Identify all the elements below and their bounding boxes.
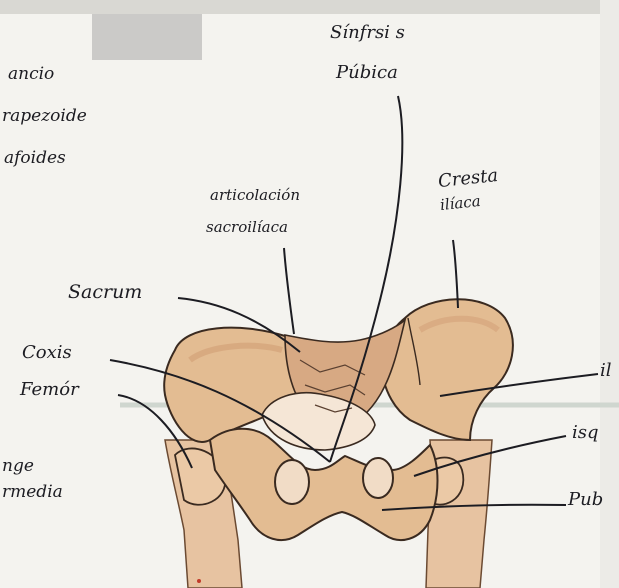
label-left-4: nge (2, 458, 34, 475)
label-left-2: rapezoide (2, 108, 87, 125)
label-sacroiliaca: sacroilíaca (206, 220, 288, 235)
label-left-3: afoides (4, 150, 66, 167)
label-sinfisis: Sínfrsi s (330, 24, 405, 42)
label-sacrum: Sacrum (68, 283, 142, 302)
label-femur: Femór (20, 381, 79, 399)
right-obturator-foramen (363, 458, 393, 498)
label-left-1: ancio (8, 66, 54, 83)
label-iliaca: ilíaca (439, 194, 481, 213)
label-articulacion: articolación (210, 188, 300, 203)
label-left-5: rmedia (2, 484, 63, 501)
left-obturator-foramen (275, 460, 309, 504)
top-shadow (0, 0, 619, 14)
label-ileon-fragment: il (600, 362, 612, 380)
red-mark (197, 579, 201, 583)
label-pubis-fragment: Pub (568, 491, 603, 509)
label-pubica: Púbica (336, 64, 398, 82)
label-isquion-fragment: isq (572, 424, 599, 442)
label-coxis: Coxis (22, 344, 72, 362)
